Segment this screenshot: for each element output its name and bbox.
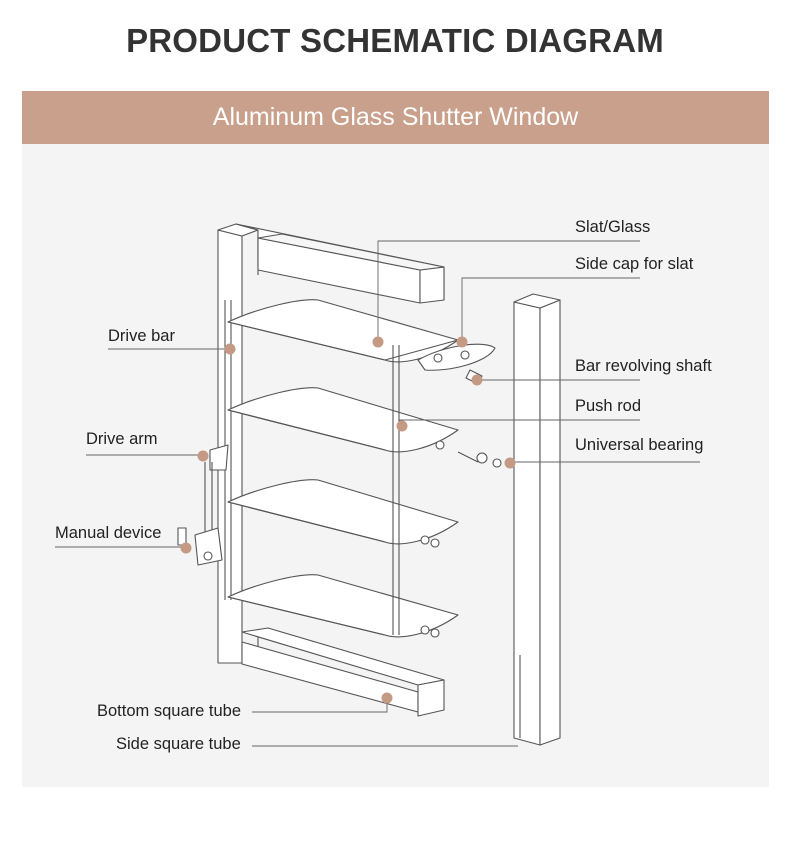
label-manual-device: Manual device — [55, 524, 162, 542]
label-side-tube: Side square tube — [116, 735, 241, 753]
label-universal-bearing: Universal bearing — [575, 436, 704, 454]
label-side-cap: Side cap for slat — [575, 255, 694, 273]
leader-side-cap — [461, 277, 640, 340]
right-side-tube — [513, 293, 561, 746]
dot-side-cap — [456, 336, 468, 348]
push-rod — [392, 345, 400, 635]
label-bottom-tube: Bottom square tube — [97, 702, 242, 720]
label-bar-shaft: Bar revolving shaft — [575, 357, 712, 375]
dot-drive-bar — [224, 343, 236, 355]
label-push-rod: Push rod — [575, 397, 642, 415]
label-slat-glass: Slat/Glass — [575, 218, 651, 236]
dot-bar-shaft — [471, 374, 483, 386]
banner-text: Aluminum Glass Shutter Window — [212, 103, 579, 131]
leader-bottom-tube — [252, 700, 388, 713]
dot-bottom-tube — [381, 692, 393, 704]
label-drive-arm: Drive arm — [86, 430, 158, 448]
page-title: PRODUCT SCHEMATIC DIAGRAM — [126, 22, 664, 59]
top-square-tube — [235, 223, 445, 304]
label-drive-bar: Drive bar — [108, 327, 175, 345]
bottom-square-tube — [241, 627, 445, 717]
side-cap-hardware — [417, 343, 502, 638]
drive-arm-manual-device — [177, 444, 229, 566]
slat-2 — [227, 387, 459, 453]
subtitle-banner: Aluminum Glass Shutter Window — [22, 91, 769, 144]
slat-3 — [227, 479, 459, 545]
dot-manual — [180, 542, 192, 554]
dot-slat — [372, 336, 384, 348]
diagram-panel — [22, 144, 769, 787]
dot-bearing — [504, 457, 516, 469]
slat-4 — [227, 574, 459, 638]
slat-1 — [227, 299, 459, 363]
dot-push-rod — [396, 420, 408, 432]
dot-drive-arm — [197, 450, 209, 462]
leader-slat — [377, 240, 640, 340]
